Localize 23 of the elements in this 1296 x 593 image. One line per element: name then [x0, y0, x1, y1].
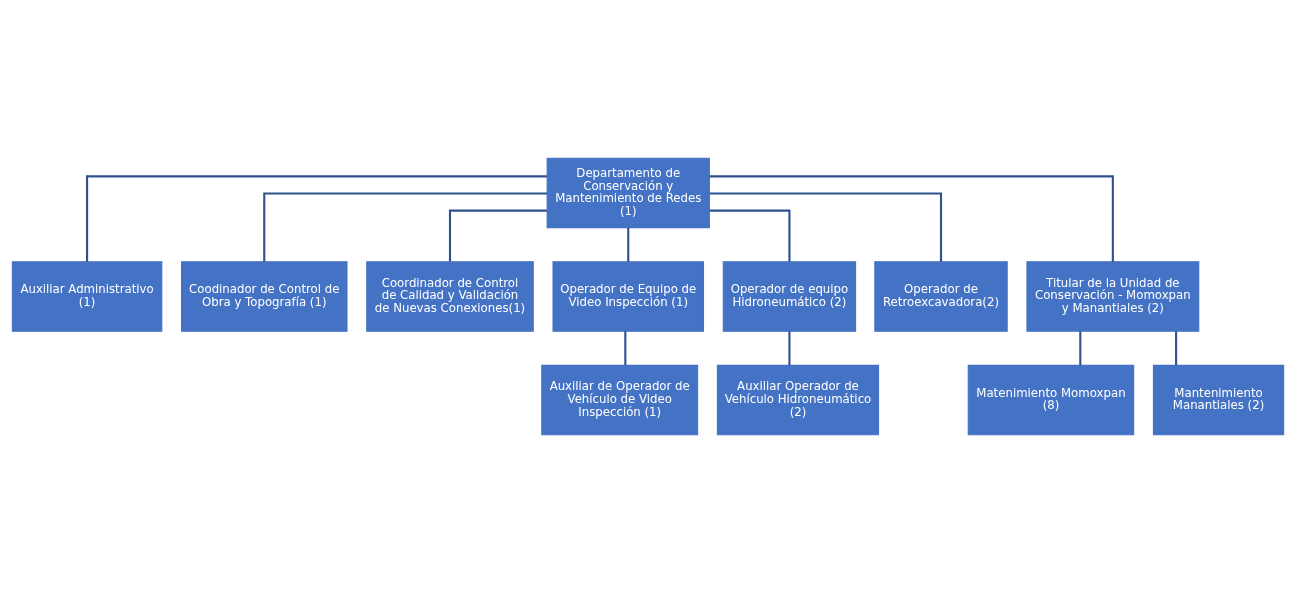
node-box: Coodinador de Control de Obra y Topografía (1) [181, 261, 348, 332]
node-box: Matenimiento Momoxpan (8) [967, 364, 1135, 436]
connector [709, 192, 943, 262]
node-box: Auxiliar Administrativo (1) [11, 261, 163, 332]
node-box: Mantenimiento Manantiales (2) [1152, 364, 1285, 436]
connector [709, 175, 1114, 262]
node-box: Titular de la Unidad de Conservación - Momoxpan y Manantiales (2) [1026, 261, 1200, 332]
connector [263, 192, 547, 262]
connector [624, 331, 627, 366]
connector [788, 331, 791, 366]
connector [627, 227, 630, 262]
node-box: Operador de Equipo de Video Inspección (1) [552, 261, 705, 332]
node-box: Departamento de Conservación y Mantenimiento de Redes (1) [546, 157, 710, 229]
connector [709, 209, 791, 262]
node-box: Coordinador de Control de Calidad y Validación de Nuevas Conexiones(1) [366, 261, 534, 332]
node-box: Auxiliar Operador de Vehículo Hidroneumático (2) [716, 364, 880, 436]
node-box: Operador de equipo Hidroneumático (2) [722, 261, 857, 332]
connector [448, 209, 547, 262]
connector [86, 175, 547, 262]
node-box: Operador de Retroexcavadora(2) [874, 261, 1008, 332]
node-box: Auxiliar de Operador de Vehículo de Video Inspección (1) [541, 364, 699, 436]
connector [1079, 331, 1082, 366]
connector [1175, 331, 1178, 366]
